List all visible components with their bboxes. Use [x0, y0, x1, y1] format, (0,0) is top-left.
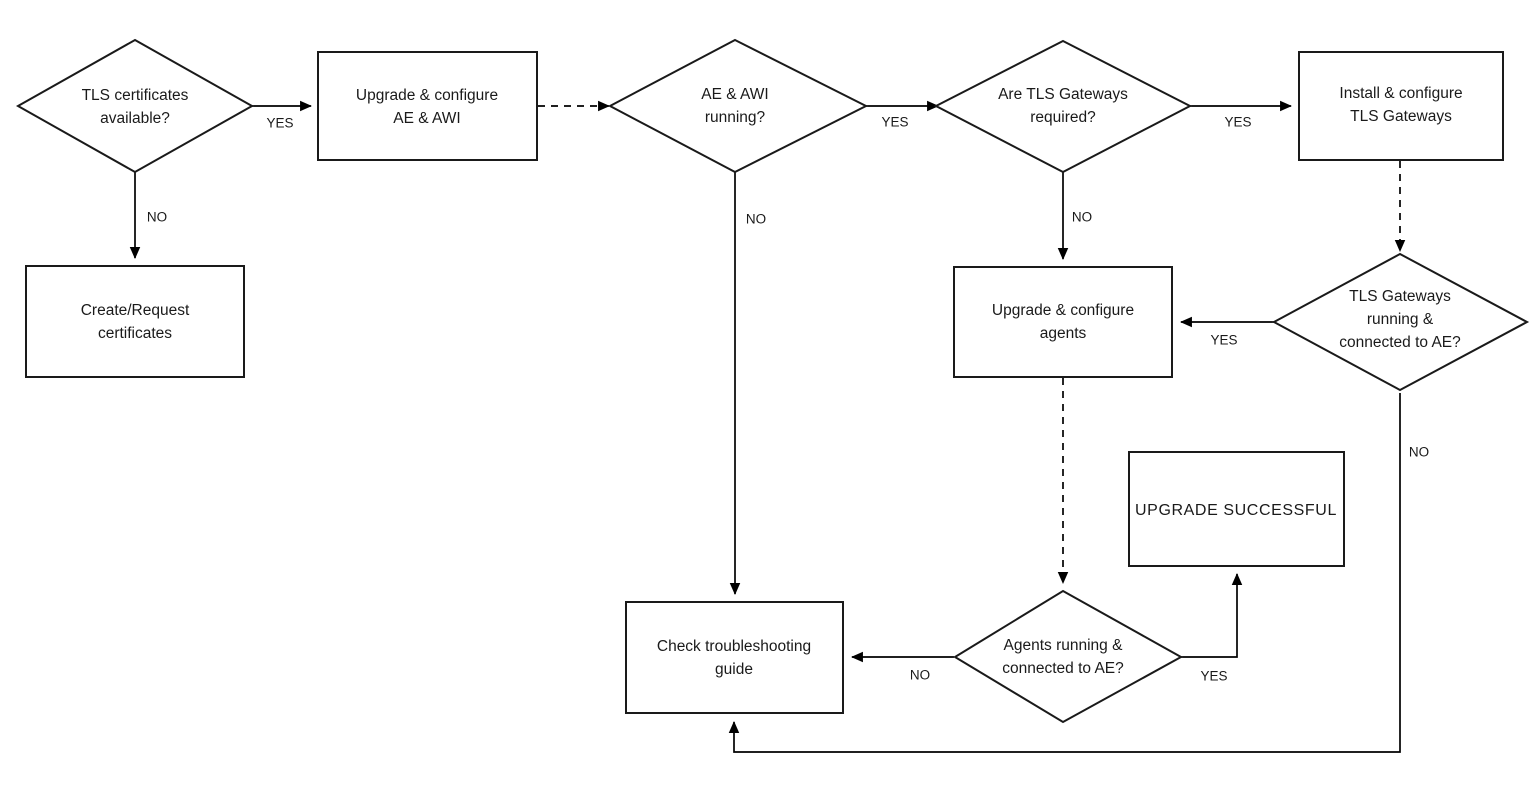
- node-label-line3: connected to AE?: [1339, 334, 1461, 351]
- node-upgrade-configure-agents[interactable]: Upgrade & configure agents: [953, 266, 1173, 378]
- node-label-line2: certificates: [98, 325, 172, 342]
- node-label-line2: agents: [1040, 325, 1087, 342]
- node-label-line1: UPGRADE SUCCESSFUL: [1135, 502, 1337, 519]
- node-label-line2: AE & AWI: [393, 110, 460, 127]
- node-ae-awi-running[interactable]: AE & AWI running?: [607, 38, 869, 174]
- node-label-line1: AE & AWI: [701, 86, 768, 103]
- edge-label-certs-yes: YES: [266, 116, 293, 131]
- node-tls-gateways-running-connected[interactable]: TLS Gateways running & connected to AE?: [1271, 252, 1530, 392]
- edge-label-ae-awi-no: NO: [746, 212, 766, 227]
- decision-shape: [953, 589, 1184, 724]
- node-label-line2: TLS Gateways: [1350, 108, 1452, 125]
- process-shape: [953, 266, 1173, 378]
- node-check-troubleshooting-guide[interactable]: Check troubleshooting guide: [625, 601, 844, 714]
- node-upgrade-successful[interactable]: UPGRADE SUCCESSFUL: [1128, 451, 1345, 567]
- process-shape: [317, 51, 538, 161]
- node-label-line2: available?: [100, 110, 170, 127]
- node-label-line2: connected to AE?: [1002, 660, 1124, 677]
- edge-label-certs-no: NO: [147, 210, 167, 225]
- decision-shape: [15, 38, 255, 174]
- process-shape: [1128, 451, 1345, 567]
- node-label-line2: running &: [1367, 311, 1434, 328]
- node-install-configure-tls-gateways[interactable]: Install & configure TLS Gateways: [1298, 51, 1504, 161]
- edge-gateways-running-no: [728, 393, 1401, 753]
- process-shape: [25, 265, 245, 378]
- node-label-line1: Install & configure: [1339, 85, 1462, 102]
- node-label-line1: Upgrade & configure: [992, 302, 1134, 319]
- node-agents-running-connected[interactable]: Agents running & connected to AE?: [953, 589, 1184, 724]
- node-label-line2: guide: [715, 661, 753, 678]
- process-shape: [625, 601, 844, 714]
- node-create-request-certificates[interactable]: Create/Request certificates: [25, 265, 245, 378]
- node-label-line1: Check troubleshooting: [657, 638, 811, 655]
- node-are-tls-gateways-required[interactable]: Are TLS Gateways required?: [933, 39, 1193, 174]
- node-upgrade-configure-ae-awi[interactable]: Upgrade & configure AE & AWI: [317, 51, 538, 161]
- node-tls-certificates-available[interactable]: TLS certificates available?: [15, 38, 255, 174]
- edge-label-ae-awi-yes: YES: [881, 115, 908, 130]
- edge-label-gateways-running-no: NO: [1409, 445, 1429, 460]
- edge-agents-yes: [1181, 573, 1243, 658]
- node-label-line1: TLS certificates: [82, 87, 189, 104]
- edge-label-gateways-running-yes: YES: [1210, 333, 1237, 348]
- edge-label-agents-no: NO: [910, 668, 930, 683]
- node-label-line2: running?: [705, 109, 766, 126]
- decision-shape: [607, 38, 869, 174]
- node-label-line1: TLS Gateways: [1349, 288, 1451, 305]
- node-label-line2: required?: [1030, 109, 1096, 126]
- node-label-line1: Upgrade & configure: [356, 87, 498, 104]
- edge-label-gateways-required-yes: YES: [1224, 115, 1251, 130]
- node-label-line1: Are TLS Gateways: [998, 86, 1128, 103]
- process-shape: [1298, 51, 1504, 161]
- edge-label-gateways-required-no: NO: [1072, 210, 1092, 225]
- node-label-line1: Create/Request: [81, 302, 190, 319]
- decision-shape: [1271, 252, 1530, 392]
- connectors: YES --> Upgrade & configure AE & AWI -->…: [129, 100, 1406, 753]
- edge-label-agents-yes: YES: [1200, 669, 1227, 684]
- decision-shape: [933, 39, 1193, 174]
- edge-labels: YES NO YES NO YES NO YES NO YES NO: [147, 115, 1429, 684]
- node-label-line1: Agents running &: [1004, 637, 1124, 654]
